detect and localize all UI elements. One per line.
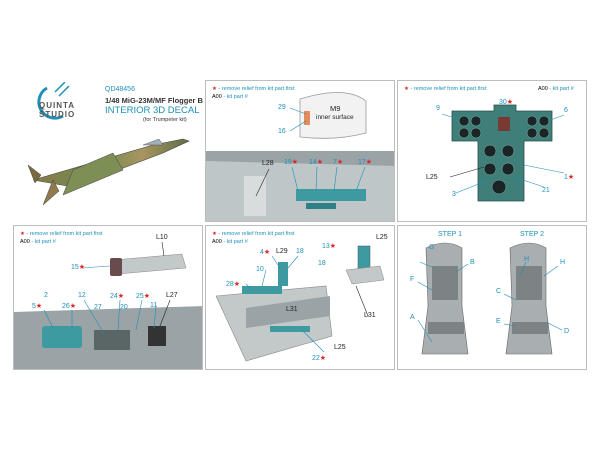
- callout-22: 22★: [312, 355, 327, 362]
- callout-12: 12: [78, 292, 86, 299]
- callout-28: 28★: [226, 281, 241, 288]
- seat-letter-e: E: [496, 318, 501, 325]
- step-1-label: STEP 1: [438, 231, 462, 238]
- callout-9: 9: [436, 105, 440, 112]
- callout-5: 5★: [32, 303, 43, 310]
- callout-l25-p5: L25: [376, 234, 388, 241]
- seat-letter-a: A: [410, 314, 415, 321]
- callout-l28: L28: [262, 160, 274, 167]
- panel-instrument: ★ - remove relief from kit part first A0…: [397, 80, 587, 222]
- legend-remove-relief-5: ★ - remove relief from kit part first: [212, 231, 295, 237]
- panel-canopy-side: ★ - remove relief from kit part first A0…: [205, 80, 395, 222]
- legend-remove-relief-3: ★ - remove relief from kit part first: [404, 86, 487, 92]
- step-2-label: STEP 2: [520, 231, 544, 238]
- legend-remove-relief: ★ - remove relief from kit part first: [212, 86, 295, 92]
- callout-20: 20: [120, 304, 128, 311]
- seat-letter-c: C: [496, 288, 502, 295]
- callout-1: 1★: [564, 174, 575, 181]
- legend-kit-part-3: A00 - kit part #: [538, 86, 574, 92]
- legend-kit-part-4: A00 - kit part #: [20, 239, 56, 245]
- callout-4: 4★: [260, 249, 271, 256]
- callout-l31-b: L31: [286, 306, 298, 313]
- product-note: (for Trumpeter kit): [143, 117, 187, 123]
- callout-27: 27: [94, 304, 102, 311]
- aircraft-image: [27, 138, 190, 206]
- callout-l25-b: L25: [334, 344, 346, 351]
- callout-18-mid: 18: [296, 248, 304, 255]
- canopy-label-inner: inner surface: [316, 114, 354, 121]
- callout-14: 14★: [309, 159, 324, 166]
- seat-letter-h-2: H: [560, 259, 566, 266]
- callout-7: 7★: [333, 159, 344, 166]
- callout-17: 17★: [358, 159, 373, 166]
- callout-13: 13★: [322, 243, 337, 250]
- logo-text-2: STUDIO: [39, 110, 76, 119]
- callout-l29: L29: [276, 248, 288, 255]
- seat-letter-h-1: H: [524, 256, 530, 263]
- title-panel: QUINTA STUDIO QD48456 1/48 MiG-23M/MF Fl…: [13, 80, 203, 222]
- panel-left-console: ★ - remove relief from kit part first A0…: [13, 225, 203, 370]
- callout-26: 26★: [62, 303, 77, 310]
- callout-10: 10: [256, 266, 264, 273]
- callout-25: 25★: [136, 293, 151, 300]
- callout-29: 29: [278, 104, 286, 111]
- callout-l27: L27: [166, 292, 178, 299]
- callout-2: 2: [44, 292, 48, 299]
- canopy-label-m9: M9: [330, 104, 341, 113]
- canopy-drawing: [206, 92, 394, 221]
- callout-30: 30★: [499, 99, 514, 106]
- callout-l10: L10: [156, 234, 168, 241]
- callout-11: 11: [150, 302, 158, 309]
- seat-letter-b: B: [470, 259, 475, 266]
- product-model: 1/48 MiG-23M/MF Flogger B: [105, 96, 203, 105]
- callout-18-top: 18: [318, 260, 326, 267]
- seat-letter-d: D: [564, 328, 570, 335]
- legend-kit-part: A00 - kit part #: [212, 94, 248, 100]
- callout-l31: L31: [364, 312, 376, 319]
- quinta-logo-icon: [37, 82, 70, 120]
- legend-kit-part-5: A00 - kit part #: [212, 239, 248, 245]
- left-console-drawing: [14, 241, 202, 369]
- panel-seat-steps: STEP 1 STEP 2 G B F A H H C E D: [397, 225, 587, 370]
- callout-21: 21: [542, 187, 550, 194]
- instrument-panel-drawing: [441, 104, 565, 202]
- callout-6: 6: [564, 107, 568, 114]
- product-title: INTERIOR 3D DECAL: [105, 105, 200, 116]
- legend-remove-relief-4: ★ - remove relief from kit part first: [20, 231, 103, 237]
- callout-24: 24★: [110, 293, 125, 300]
- right-console-drawing: [215, 245, 385, 362]
- callout-19: 19★: [284, 159, 299, 166]
- seat-letter-g: G: [429, 244, 435, 251]
- product-code: QD48456: [105, 86, 135, 93]
- panel-right-console: ★ - remove relief from kit part first A0…: [205, 225, 395, 370]
- callout-3: 3: [452, 191, 456, 198]
- callout-l25: L25: [426, 174, 438, 181]
- logo-text-1: QUINTA: [39, 101, 76, 110]
- callout-16: 16: [278, 128, 286, 135]
- callout-15: 15★: [71, 264, 86, 271]
- seat-letter-f: F: [410, 276, 415, 283]
- ejection-seat-drawing: [417, 242, 563, 355]
